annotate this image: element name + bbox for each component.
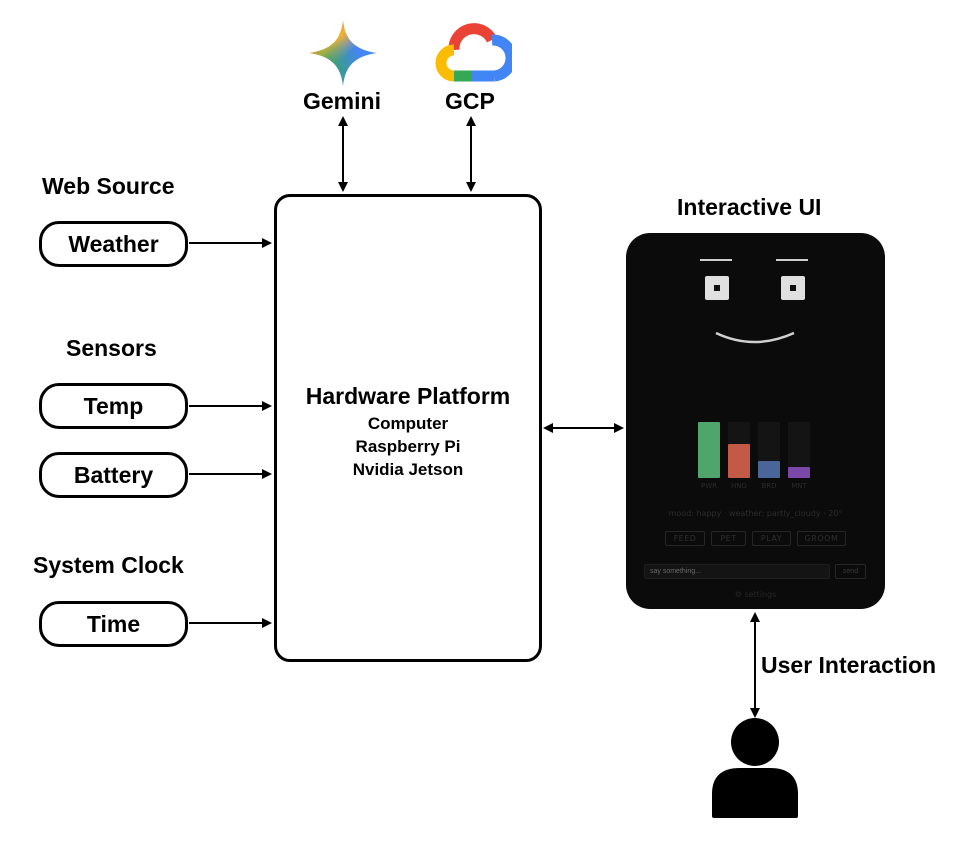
hardware-platform-box: Hardware Platform Computer Raspberry Pi … xyxy=(274,194,542,662)
left-pupil xyxy=(714,285,720,291)
stat-bar-brd xyxy=(758,422,780,478)
play-button[interactable]: PLAY xyxy=(752,531,791,546)
stat-label-pwr: PWR xyxy=(700,482,717,490)
smile-mouth xyxy=(715,331,795,344)
user-icon xyxy=(712,718,798,818)
stat-bar-fill-pwr xyxy=(698,422,720,478)
stat-bar-fill-hng xyxy=(728,444,750,478)
user-interaction-label: User Interaction xyxy=(761,652,937,678)
pet-button[interactable]: PET xyxy=(711,531,746,546)
gcp-label: GCP xyxy=(445,88,495,114)
sensors-heading: Sensors xyxy=(66,335,157,361)
stat-label-mnt: MNT xyxy=(791,482,807,490)
stat-bar-hng xyxy=(728,422,750,478)
left-eyebrow xyxy=(700,259,732,261)
temp-node: Temp xyxy=(39,383,188,429)
battery-node: Battery xyxy=(39,452,188,498)
chat-input[interactable]: say something... xyxy=(644,564,830,579)
weather-node: Weather xyxy=(39,221,188,267)
hardware-platform-title: Hardware Platform xyxy=(305,383,511,409)
pet-ui-screen: PWR HNG BRD MNT mood: happy · weather: part… xyxy=(626,233,885,609)
platform-computer: Computer xyxy=(367,414,449,433)
gemini-label: Gemini xyxy=(303,88,381,114)
left-eye xyxy=(705,276,729,300)
gcp-icon xyxy=(435,23,512,82)
platform-nvidia-jetson: Nvidia Jetson xyxy=(352,460,464,479)
feed-button[interactable]: FEED xyxy=(665,531,705,546)
system-clock-heading: System Clock xyxy=(33,552,184,578)
send-button[interactable]: send xyxy=(835,564,866,579)
right-eyebrow xyxy=(776,259,808,261)
right-eye xyxy=(781,276,805,300)
time-node: Time xyxy=(39,601,188,647)
stat-bar-fill-brd xyxy=(758,461,780,478)
gemini-icon xyxy=(309,20,377,86)
right-pupil xyxy=(790,285,796,291)
settings-link[interactable]: ⚙ settings xyxy=(734,590,777,599)
web-source-heading: Web Source xyxy=(42,173,175,199)
status-line: mood: happy · weather: partly_cloudy · 2… xyxy=(668,509,843,518)
stat-label-brd: BRD xyxy=(761,482,777,490)
stat-label-hng: HNG xyxy=(731,482,747,490)
stat-bar-pwr xyxy=(698,422,720,478)
stat-bar-fill-mnt xyxy=(788,467,810,478)
groom-button[interactable]: GROOM xyxy=(797,531,846,546)
stat-bar-mnt xyxy=(788,422,810,478)
interactive-ui-heading: Interactive UI xyxy=(677,194,822,220)
platform-raspberry-pi: Raspberry Pi xyxy=(355,437,461,456)
